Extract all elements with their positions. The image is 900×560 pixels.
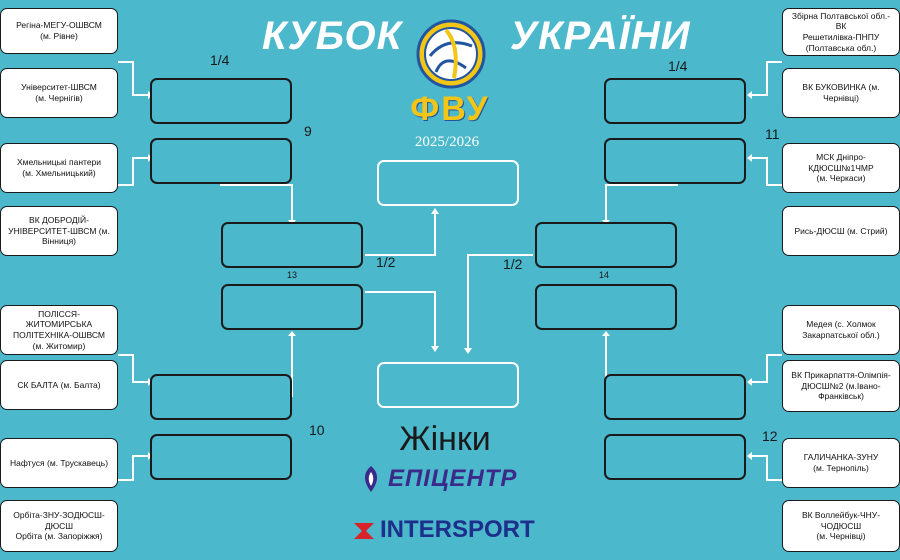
sponsor-intersport-name: INTERSPORT bbox=[380, 516, 535, 543]
team-label: ГАЛИЧАНКА-ЗУНУ (м. Тернопіль) bbox=[803, 452, 879, 473]
left-team-8: Орбіта-ЗНУ-ЗОДЮСШ-ДЮСШ Орбіта (м. Запорі… bbox=[0, 500, 118, 552]
qf-slot-right-3 bbox=[604, 374, 746, 420]
round-label-qf-left: 1/4 bbox=[210, 52, 230, 68]
team-label: ВК БУКОВИНКА (м. Чернівці) bbox=[802, 82, 880, 103]
left-team-1: Регіна-МЕГУ-ОШВСМ (м. Рівне) bbox=[0, 8, 118, 54]
team-label: Рись-ДЮСШ (м. Стрий) bbox=[794, 225, 888, 236]
season: 2025/2026 bbox=[414, 134, 480, 150]
qf-slot-right-4 bbox=[604, 434, 746, 480]
right-team-2: ВК БУКОВИНКА (м. Чернівці) bbox=[782, 68, 900, 118]
final-slot-1 bbox=[377, 160, 519, 206]
final-slot-2 bbox=[377, 362, 519, 408]
qf-slot-left-3 bbox=[150, 374, 292, 420]
right-team-1: Збірна Полтавської обл.-ВК Решетилівка-П… bbox=[782, 8, 900, 56]
left-team-6: СК БАЛТА (м. Балта) bbox=[0, 360, 118, 410]
left-team-3: Хмельницькі пантери (м. Хмельницький) bbox=[0, 143, 118, 193]
round-label-sf-left: 1/2 bbox=[376, 254, 396, 270]
match-number-13: 13 bbox=[287, 270, 298, 280]
left-team-5: ПОЛІССЯ-ЖИТОМИРСЬКА ПОЛІТЕХНІКА-ОШВСМ (м… bbox=[0, 305, 118, 355]
right-team-4: Рись-ДЮСШ (м. Стрий) bbox=[782, 206, 900, 256]
team-label: Медея (с. Холмок Закарпатської обл.) bbox=[802, 319, 880, 340]
team-label: Регіна-МЕГУ-ОШВСМ (м. Рівне) bbox=[16, 20, 102, 41]
sponsor-epicentr-name: ЕПІЦЕНТР bbox=[388, 465, 518, 492]
qf-slot-left-2 bbox=[150, 138, 292, 184]
title-left: КУБОК bbox=[262, 14, 403, 58]
match-number-12: 12 bbox=[762, 428, 778, 444]
qf-slot-right-2 bbox=[604, 138, 746, 184]
left-team-4: ВК ДОБРОДІЙ- УНІВЕРСИТЕТ-ШВСМ (м. Вінниц… bbox=[0, 206, 118, 256]
left-team-7: Нафтуся (м. Трускавець) bbox=[0, 438, 118, 488]
logo-text: ФВУ bbox=[410, 90, 490, 128]
team-label: Збірна Полтавської обл.-ВК Решетилівка-П… bbox=[791, 10, 891, 53]
right-team-8: ВК Воллейбук-ЧНУ-ЧОДЮСШ (м. Чернівці) bbox=[782, 500, 900, 552]
match-number-9: 9 bbox=[304, 123, 312, 139]
right-team-6: ВК Прикарпаття-Олімпія- ДЮСШ№2 (м.Івано-… bbox=[782, 360, 900, 412]
round-label-qf-right: 1/4 bbox=[668, 58, 688, 74]
team-label: Університет-ШВСМ (м. Чернігів) bbox=[21, 82, 97, 103]
sf-slot-left-2 bbox=[221, 284, 363, 330]
round-label-sf-right: 1/2 bbox=[503, 256, 523, 272]
team-label: Нафтуся (м. Трускавець) bbox=[9, 457, 109, 468]
qf-slot-left-1 bbox=[150, 78, 292, 124]
qf-slot-right-1 bbox=[604, 78, 746, 124]
team-label: Орбіта-ЗНУ-ЗОДЮСШ-ДЮСШ Орбіта (м. Запорі… bbox=[13, 510, 105, 542]
team-label: МСК Дніпро-КДЮСШ№1ЧМР (м. Черкаси) bbox=[808, 152, 874, 184]
sponsor-epicentr: ЕПІЦЕНТР bbox=[360, 462, 560, 496]
match-number-14: 14 bbox=[599, 270, 610, 280]
team-label: ПОЛІССЯ-ЖИТОМИРСЬКА ПОЛІТЕХНІКА-ОШВСМ (м… bbox=[13, 308, 105, 351]
sponsor-intersport: INTERSPORT bbox=[352, 514, 562, 546]
right-team-5: Медея (с. Холмок Закарпатської обл.) bbox=[782, 305, 900, 355]
sf-slot-left-1 bbox=[221, 222, 363, 268]
right-team-7: ГАЛИЧАНКА-ЗУНУ (м. Тернопіль) bbox=[782, 438, 900, 488]
epicentr-logo-icon bbox=[364, 466, 378, 492]
team-label: ВК ДОБРОДІЙ- УНІВЕРСИТЕТ-ШВСМ (м. Вінниц… bbox=[8, 215, 110, 247]
match-number-10: 10 bbox=[309, 422, 325, 438]
left-team-2: Університет-ШВСМ (м. Чернігів) bbox=[0, 68, 118, 118]
volleyball-logo-icon bbox=[416, 19, 486, 89]
match-number-11: 11 bbox=[765, 126, 780, 142]
team-label: ВК Прикарпаття-Олімпія- ДЮСШ№2 (м.Івано-… bbox=[791, 370, 891, 402]
intersport-logo-icon bbox=[354, 523, 374, 539]
team-label: СК БАЛТА (м. Балта) bbox=[17, 379, 101, 390]
qf-slot-left-4 bbox=[150, 434, 292, 480]
right-team-3: МСК Дніпро-КДЮСШ№1ЧМР (м. Черкаси) bbox=[782, 143, 900, 193]
team-label: ВК Воллейбук-ЧНУ-ЧОДЮСШ (м. Чернівці) bbox=[801, 510, 881, 542]
title-right: УКРАЇНИ bbox=[510, 14, 691, 58]
category-label: Жінки bbox=[399, 420, 491, 458]
sf-slot-right-1 bbox=[535, 222, 677, 268]
sf-slot-right-2 bbox=[535, 284, 677, 330]
team-label: Хмельницькі пантери (м. Хмельницький) bbox=[16, 157, 102, 178]
